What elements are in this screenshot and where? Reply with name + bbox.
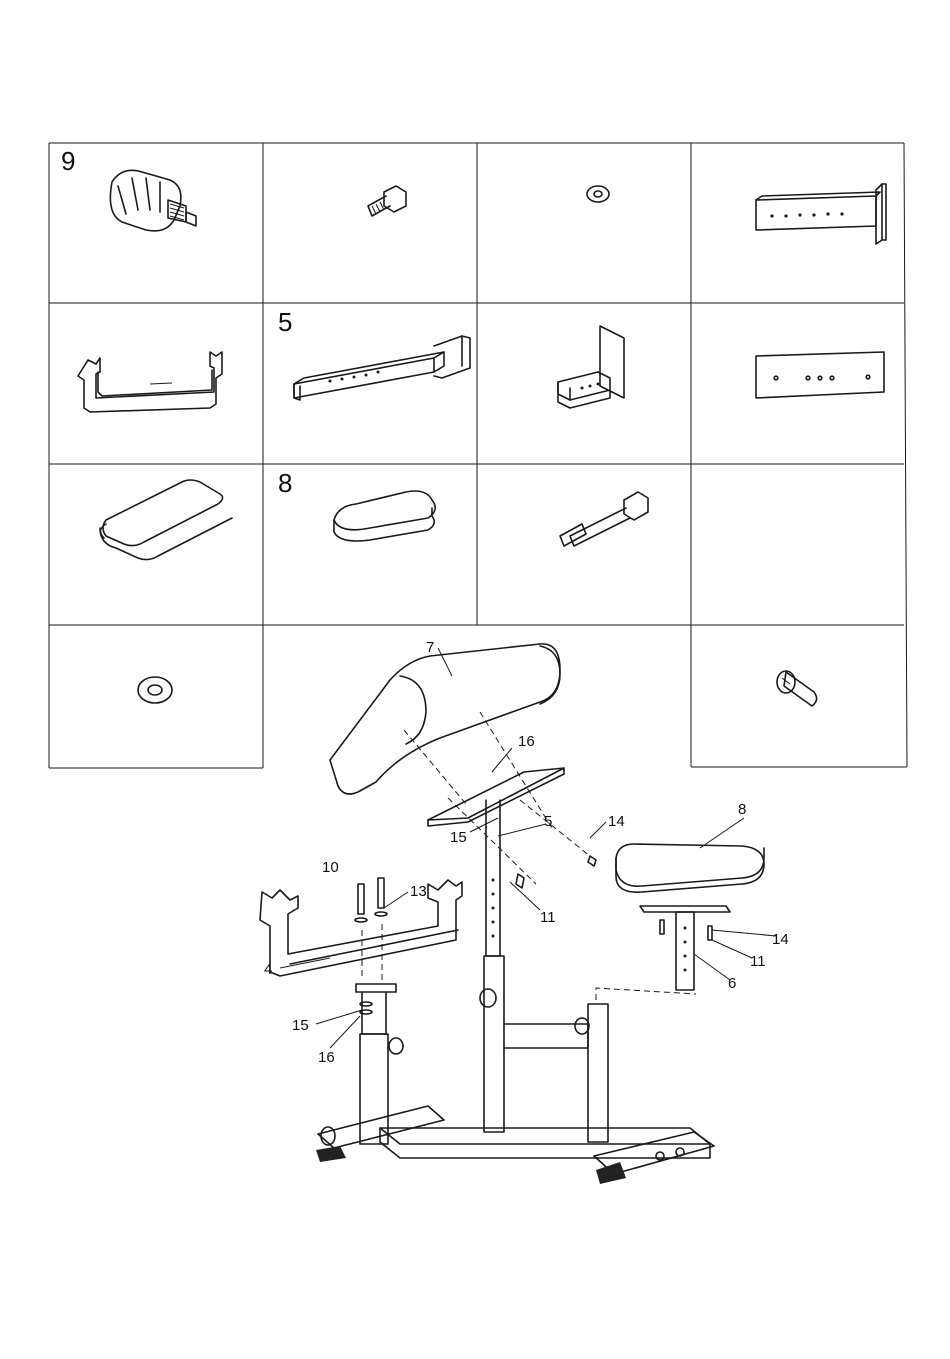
callout-leg-frame: 4: [264, 961, 272, 978]
callout-leaders: [280, 648, 776, 1048]
assembly-guides: [362, 712, 696, 1004]
callout-bolt-short-r: 11: [540, 909, 556, 926]
callout-lock-top: 15: [450, 829, 467, 846]
callout-washer-l: 13: [410, 883, 427, 900]
callout-bolt-short-l: 10: [322, 859, 339, 876]
callout-washer-r1: 14: [608, 813, 625, 830]
callout-washer-r2: 14: [772, 931, 789, 948]
callout-bolt-right: 11: [750, 953, 766, 970]
callout-seat-support: 6: [728, 975, 736, 992]
callout-nut-top: 16: [518, 733, 535, 750]
callout-nut-left: 16: [318, 1049, 335, 1066]
cross-frame: [504, 1004, 608, 1142]
callout-lock-left: 15: [292, 1017, 309, 1034]
hardware-bolts: [355, 856, 712, 1014]
base-frame: [316, 1106, 714, 1184]
seat-assembly: [616, 844, 764, 990]
left-adjust-tube: [356, 984, 403, 1144]
callout-upright-arm: 5: [544, 813, 552, 830]
callout-arm-pad: 7: [426, 639, 434, 656]
leg-frame-assembly: [260, 880, 462, 976]
callout-seat-pad: 8: [738, 801, 746, 818]
